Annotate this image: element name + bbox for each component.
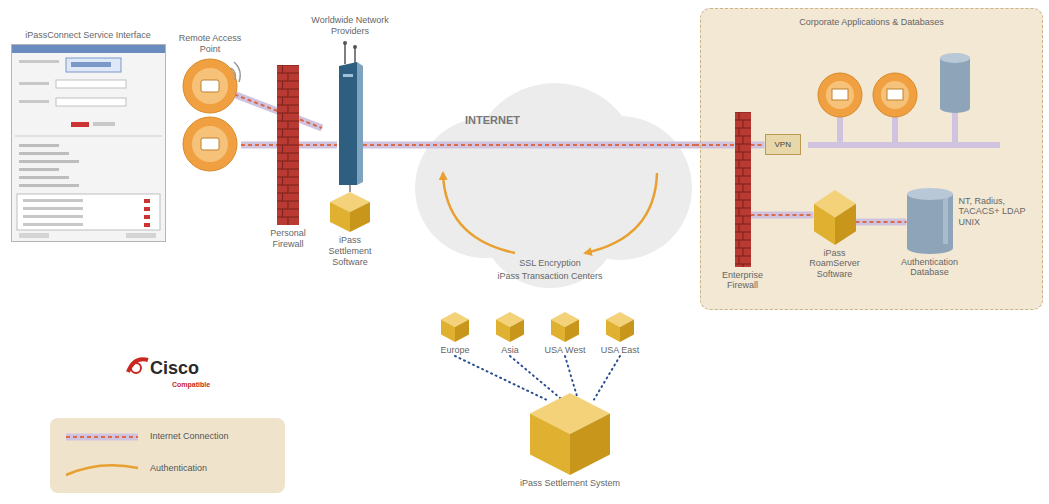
center-cube: USA East [595,312,645,356]
firewall-wall-shape [735,112,751,267]
corporate-panel: Corporate Applications & DatabasesVPN Ent… [700,8,1043,310]
internet-cloud: INTERNET SSL Encryption iPass Transaction … [405,78,695,293]
cloud-title: INTERNET [465,114,520,127]
legend-box [50,418,285,493]
cloud-label: iPass Transaction Centers [405,271,695,282]
screenshot-window-shape [11,44,166,242]
system-cube: iPass Settlement System [490,393,650,489]
system-cube-shape [530,393,610,475]
internet-connection [299,145,337,146]
cisco-logo-mark [128,359,148,373]
center-cube-shape [441,312,469,342]
network-tower: Worldwide Network Providers [305,15,395,185]
dotted-link [565,356,578,400]
node-label: USA West [545,345,586,356]
panel-ground [700,8,1043,310]
plain-link [350,185,351,192]
database-cylinder-shape [907,188,953,254]
node-label: Enterprise Firewall [712,270,774,292]
node-label: iPass Settlement Software [318,235,382,267]
node-label: Worldwide Network Providers [305,15,395,37]
node-label: Personal Firewall [258,228,318,250]
node-label: Europe [440,345,469,356]
node-label: Asia [501,345,519,356]
firewall-wall-shape [277,65,299,225]
node-label: USA East [601,345,640,356]
internet-connection [751,145,765,146]
software-cube-shape [330,192,370,232]
screenshot-window: iPassConnect Service Interface [8,30,168,242]
access-link [228,92,322,128]
node-label: iPassConnect Service Interface [25,30,151,41]
internet-connection [363,145,405,146]
center-cube-shape [551,312,579,342]
software-cube: iPass RoamServer Software [800,190,870,280]
internet-connection [751,215,814,216]
legend-label: Authentication [150,463,207,474]
legend-label: Internet Connection [150,431,229,442]
database-cylinder: NT, Radius, TACACS+ LDAP UNIXAuthenticat… [895,188,965,279]
box-label: VPN [775,140,791,150]
panel-title: Corporate Applications & Databases [701,17,1042,28]
internet-connection [856,222,907,223]
node-label: iPass RoamServer Software [800,248,870,280]
logo-subtext: Compatible [172,381,210,389]
dotted-link [510,356,562,400]
software-cube-shape [814,190,856,245]
center-cube: Asia [485,312,535,356]
center-cube-shape [496,312,524,342]
node-label: iPass Settlement System [520,478,620,489]
cloud-label: SSL Encryption [405,258,695,269]
corporate-links [808,53,1000,145]
firewall-wall: Enterprise Firewall [712,112,774,292]
access-point-icon-shape [179,58,241,174]
firewall-wall: Personal Firewall [258,65,318,250]
center-cube-shape [606,312,634,342]
node-label: Remote Access Point [170,33,250,55]
vpn-box: VPN [765,134,801,156]
dotted-link [455,356,546,400]
side-label: NT, Radius, TACACS+ LDAP UNIX [959,196,1027,228]
software-cube: iPass Settlement Software [318,192,382,267]
network-tower-shape [337,40,363,185]
internet-connection [241,145,277,146]
center-cube: Europe [430,312,480,356]
logo-text: Cisco [150,358,199,380]
center-cube: USA West [540,312,590,356]
access-point-icon: Remote Access Point [170,33,250,174]
node-label: Authentication Database [895,257,965,279]
dotted-link [594,356,620,400]
